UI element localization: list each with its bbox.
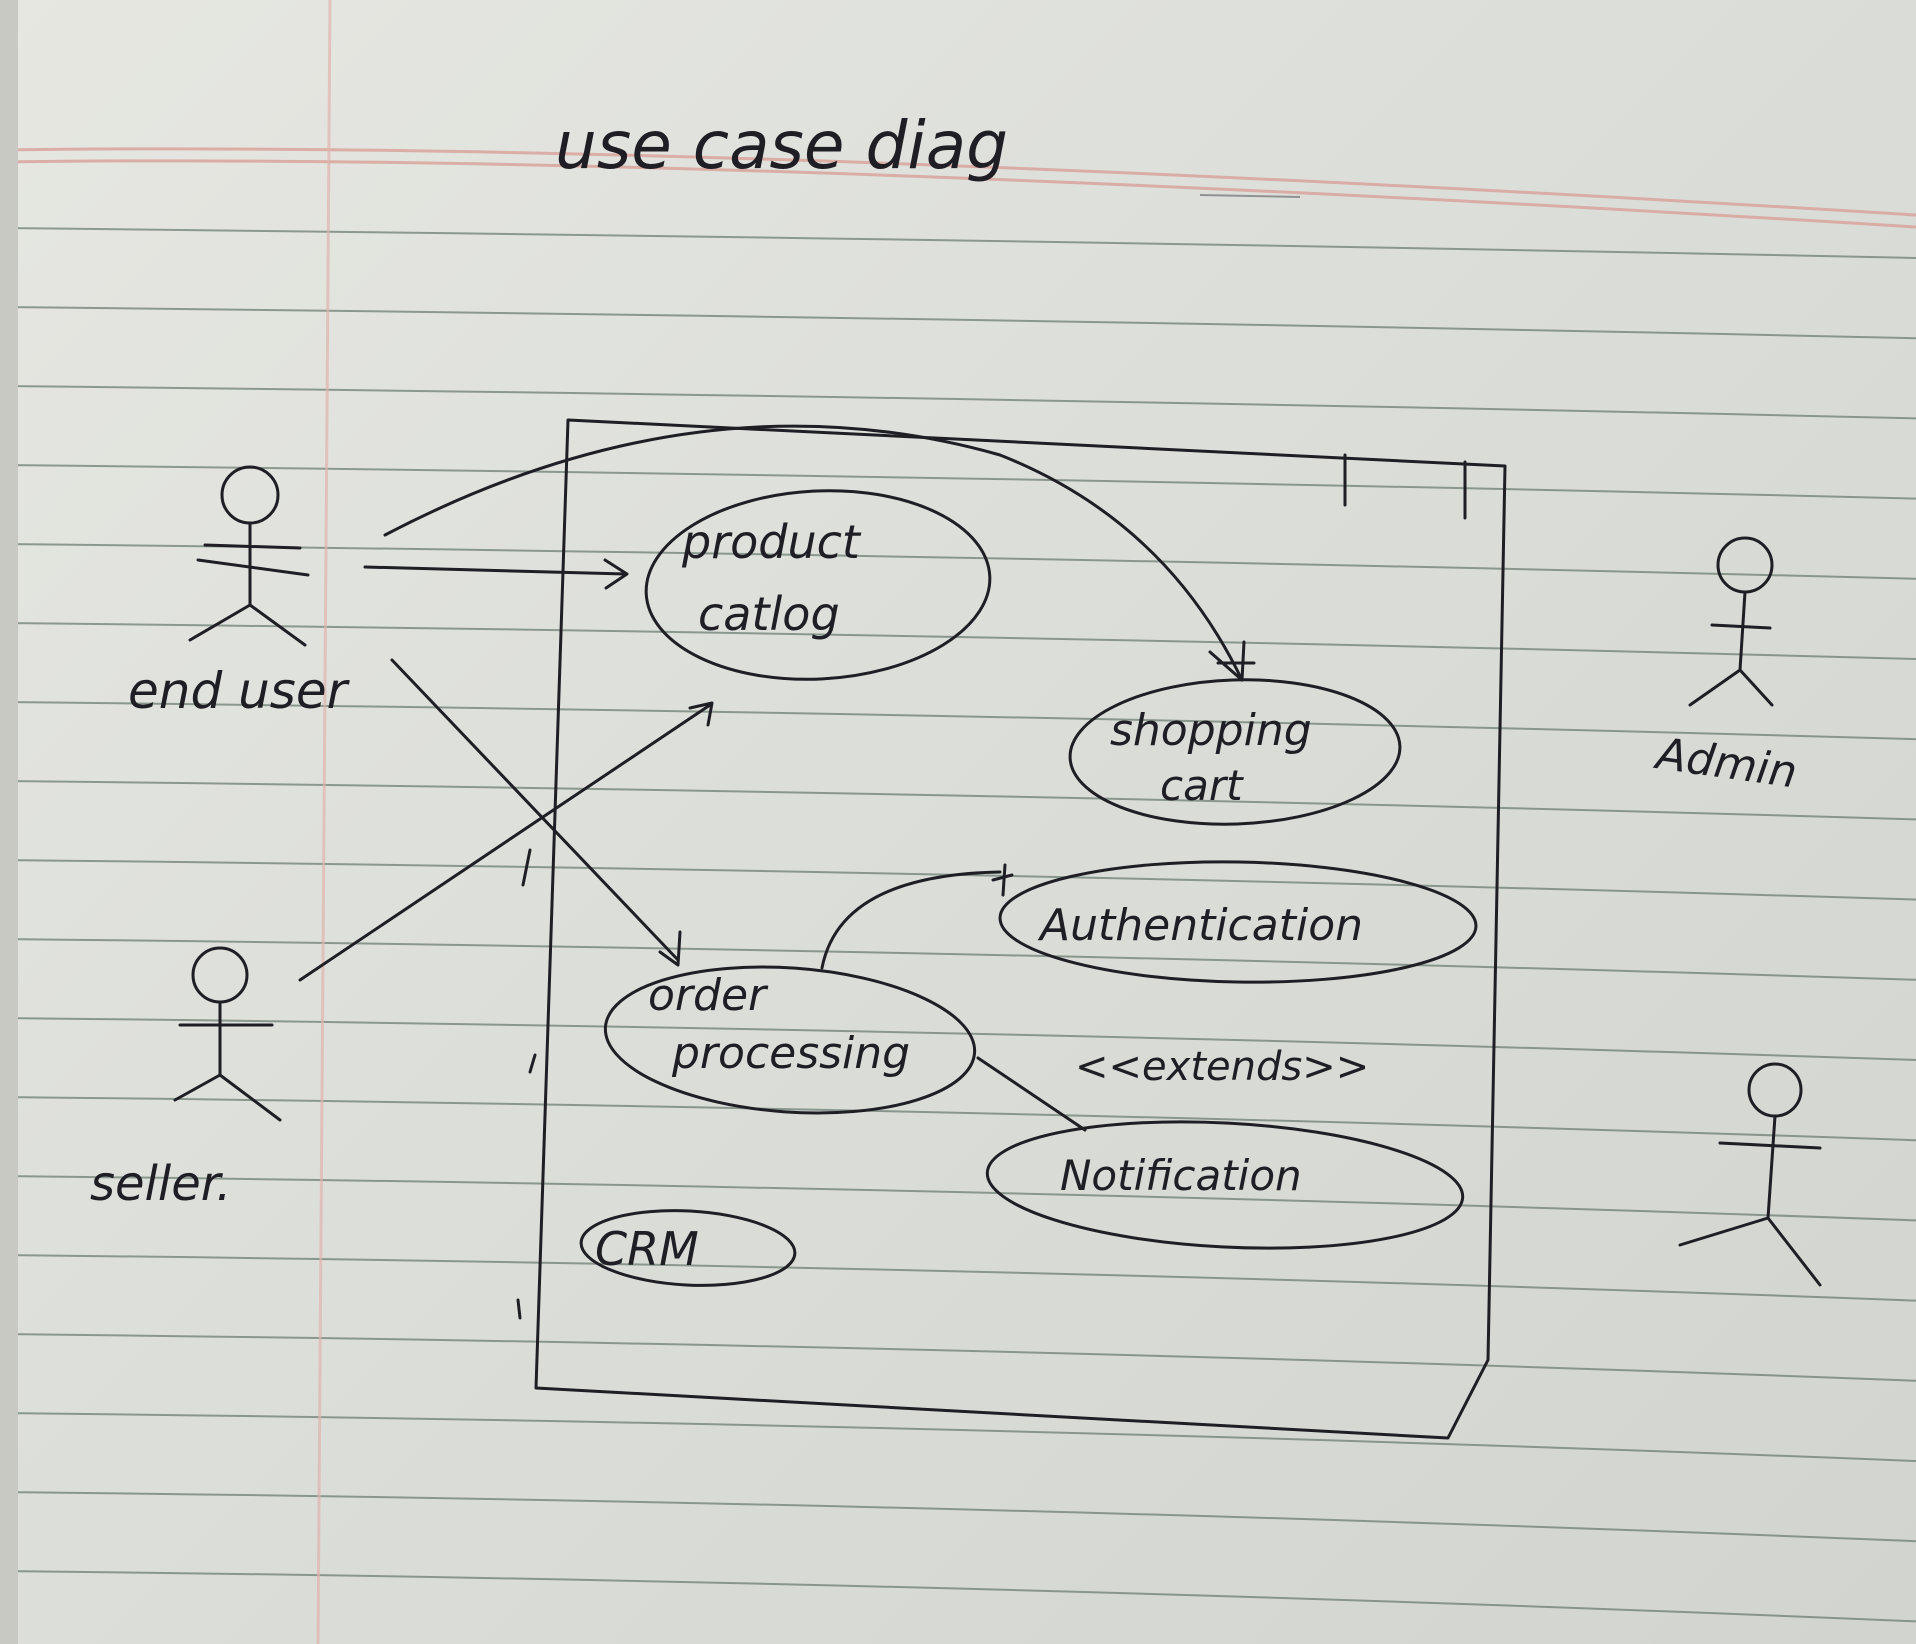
ruled-line — [0, 306, 1916, 340]
diagram-title: use case diag — [555, 107, 1008, 184]
include-order-auth — [820, 870, 1002, 970]
actor-unnamed — [1678, 1062, 1822, 1287]
system-boundary — [534, 418, 1507, 1440]
usecase-label-product-line1: product — [681, 515, 862, 569]
usecase-label-product-line2: catlog — [698, 587, 840, 641]
assoc-seller-catalog — [298, 703, 712, 982]
usecase-order-processing — [603, 965, 977, 1115]
actor-label-seller: seller. — [90, 1156, 231, 1212]
ruled-line — [0, 1412, 1916, 1462]
arrowhead-cart — [1208, 640, 1246, 682]
ruled-line — [0, 780, 1916, 821]
assoc-enduser-catalog — [363, 565, 627, 576]
binding-edge — [0, 0, 18, 1644]
ruled-line — [0, 1175, 1916, 1222]
extends-label: <<extends>> — [1075, 1044, 1369, 1090]
assoc-enduser-order — [390, 658, 680, 962]
usecase-label-order-line2: processing — [671, 1028, 910, 1079]
actor-seller — [173, 946, 282, 1122]
arrowhead-catalog — [603, 558, 629, 590]
header-margin-lines — [0, 147, 1916, 229]
arrowhead-seller — [688, 701, 714, 727]
boundary-ticks — [1343, 453, 1467, 520]
usecase-authentication — [998, 860, 1478, 984]
actor-label-admin: Admin — [1650, 728, 1800, 799]
ruled-line — [0, 227, 1916, 259]
usecase-crm — [579, 1209, 797, 1287]
actor-end-user — [188, 465, 310, 647]
ruled-line — [0, 1570, 1916, 1623]
usecase-notification — [985, 1120, 1465, 1250]
ruled-line — [0, 1017, 1916, 1061]
ruled-line — [0, 701, 1916, 741]
arrowhead-auth — [991, 863, 1014, 897]
actor-admin — [1688, 536, 1774, 707]
boundary-marks — [516, 848, 537, 1320]
actor-label-end-user: end user — [128, 662, 351, 720]
ruled-line — [0, 1254, 1916, 1302]
ruled-line — [0, 1491, 1916, 1543]
usecase-label-notification: Notification — [1060, 1151, 1302, 1200]
diagram-ink — [173, 418, 1822, 1440]
ruled-line — [0, 464, 1916, 500]
assoc-enduser-cart — [383, 424, 1244, 682]
ruled-line — [0, 938, 1916, 981]
left-margin-line — [316, 0, 332, 1644]
title-underline-mark — [1199, 194, 1301, 198]
usecase-shopping-cart — [1068, 678, 1402, 826]
ruled-line — [0, 385, 1916, 420]
ruled-line — [0, 859, 1916, 901]
arrowhead-order — [658, 930, 682, 967]
usecase-label-authentication: Authentication — [1037, 900, 1363, 951]
usecase-label-order-line1: order — [648, 970, 769, 1021]
usecase-label-cart-line2: cart — [1160, 761, 1244, 810]
usecase-label-crm: CRM — [595, 1222, 699, 1276]
ruled-line — [0, 1333, 1916, 1382]
ruled-lines — [0, 227, 1916, 1623]
usecase-product-catalog — [644, 489, 992, 681]
usecase-label-cart-line1: shopping — [1110, 705, 1312, 756]
ruled-line — [0, 622, 1916, 660]
ruled-line — [0, 1096, 1916, 1142]
extend-order-notification — [976, 1056, 1087, 1132]
